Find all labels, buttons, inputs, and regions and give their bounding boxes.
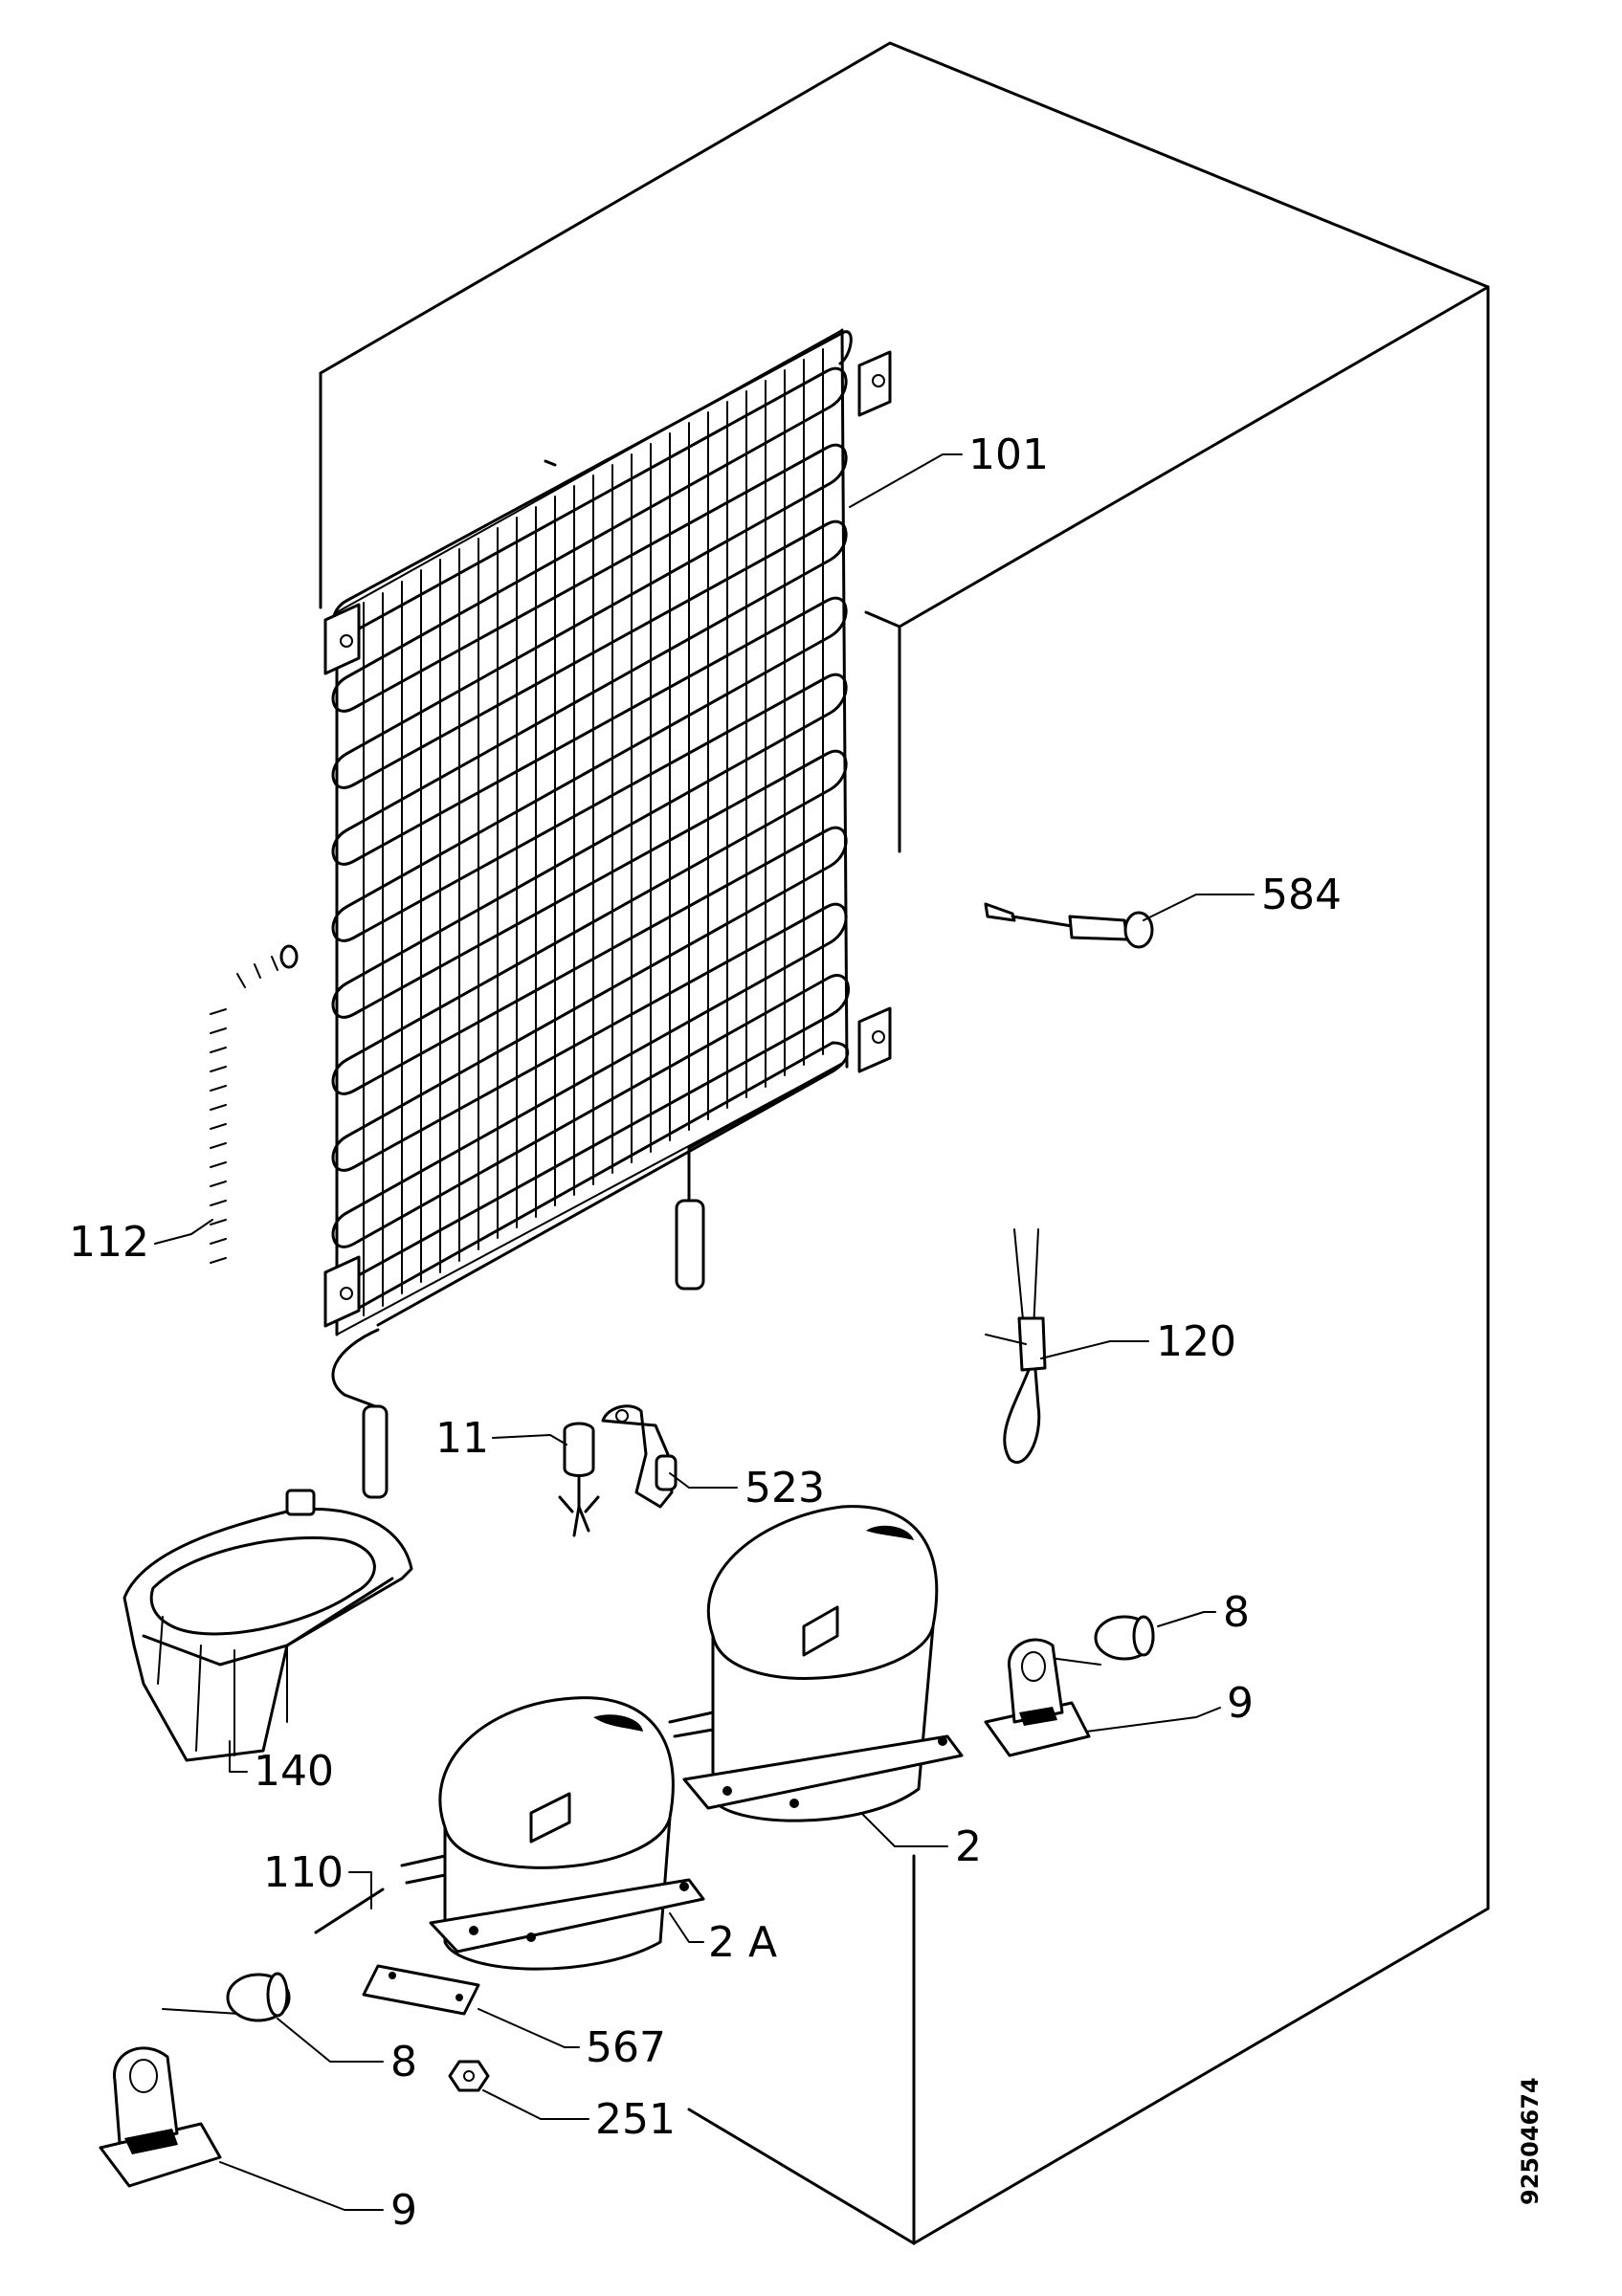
callout-9-right: 9 (1227, 1679, 1254, 1728)
callout-8-right: 8 (1223, 1588, 1250, 1637)
thermal-protector-part-120 (985, 1228, 1047, 1464)
callout-2: 2 (955, 1822, 982, 1871)
callout-11: 11 (435, 1414, 489, 1463)
compressor-part-2a (400, 1696, 705, 1971)
callout-2a: 2 A (708, 1918, 777, 1967)
callout-251: 251 (595, 2095, 676, 2144)
callout-120: 120 (1156, 1317, 1236, 1366)
clamp-part-9-right (984, 1638, 1091, 1757)
compressor-part-2 (668, 1505, 964, 1822)
callout-523: 523 (744, 1464, 825, 1512)
callout-110: 110 (263, 1848, 344, 1897)
callout-584: 584 (1261, 871, 1342, 919)
callout-labels: 101 584 112 120 11 523 8 9 140 2 110 2 A… (69, 430, 1342, 2235)
clip-part-523 (601, 1404, 678, 1509)
document-number: 92504674 (1517, 2077, 1544, 2205)
callout-567: 567 (586, 2023, 666, 2072)
refrigerator-cabinet (319, 41, 1490, 2245)
nut-part-251 (448, 2060, 490, 2092)
drain-hose (210, 940, 299, 1291)
callout-9-left: 9 (390, 2186, 417, 2235)
callout-112: 112 (69, 1218, 149, 1267)
drip-tray (122, 1489, 413, 1762)
callout-101: 101 (968, 430, 1049, 479)
leader-lines (154, 453, 1255, 2211)
callout-140: 140 (254, 1747, 334, 1796)
sensor-part-584 (984, 902, 1154, 949)
drier-part-11 (558, 1422, 600, 1537)
condenser-coil (323, 328, 892, 1499)
relay-part-8-left (162, 1972, 291, 2022)
plate-part-567 (362, 1964, 480, 2016)
callout-8-left: 8 (390, 2038, 417, 2086)
clamp-part-9-left (99, 2046, 222, 2188)
